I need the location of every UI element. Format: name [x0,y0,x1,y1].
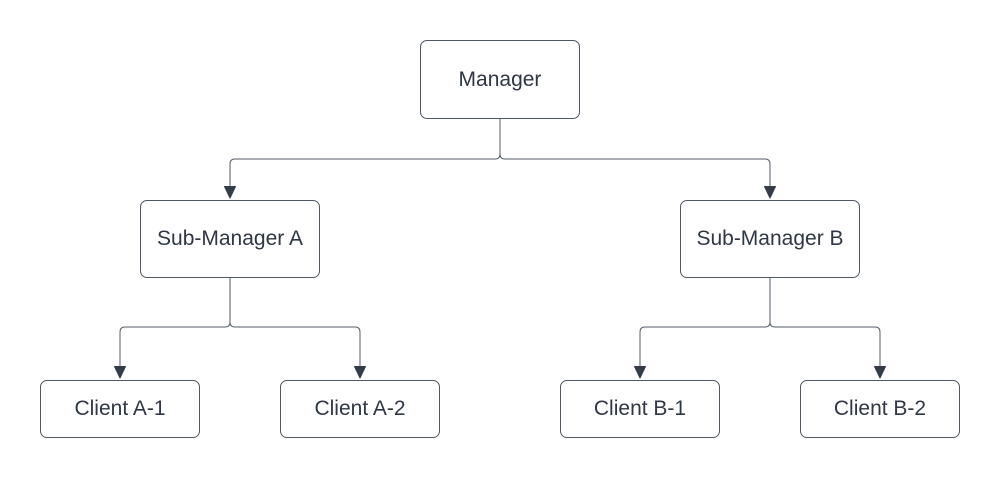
node-client-b2[interactable]: Client B-2 [800,380,960,438]
edge-sub-b-client-b2 [769,278,881,366]
node-client-b2-label: Client B-2 [833,397,927,420]
node-sub-manager-b[interactable]: Sub-Manager B [680,200,860,278]
node-sub-manager-b-label: Sub-Manager B [696,227,844,250]
arrowhead-icon [114,366,126,379]
node-manager-label: Manager [458,67,542,91]
edge-manager-sub-b [499,119,771,187]
node-sub-manager-a-label: Sub-Manager A [157,227,303,250]
node-client-a2[interactable]: Client A-2 [280,380,440,438]
node-sub-manager-a[interactable]: Sub-Manager A [140,200,320,278]
node-manager[interactable]: Manager [420,40,580,119]
arrowhead-icon [764,186,776,199]
node-client-a2-label: Client A-2 [314,397,406,420]
edge-sub-a-client-a1 [119,278,231,366]
edge-manager-sub-a [229,119,501,187]
arrowhead-icon [354,366,366,379]
edge-sub-a-client-a2 [229,278,361,366]
arrowhead-icon [224,186,236,199]
arrowhead-icon [634,366,646,379]
node-client-b1-label: Client B-1 [593,397,687,420]
node-client-a1[interactable]: Client A-1 [40,380,200,438]
edge-sub-b-client-b1 [639,278,771,366]
node-client-a1-label: Client A-1 [74,397,166,420]
arrowhead-icon [874,366,886,379]
node-client-b1[interactable]: Client B-1 [560,380,720,438]
